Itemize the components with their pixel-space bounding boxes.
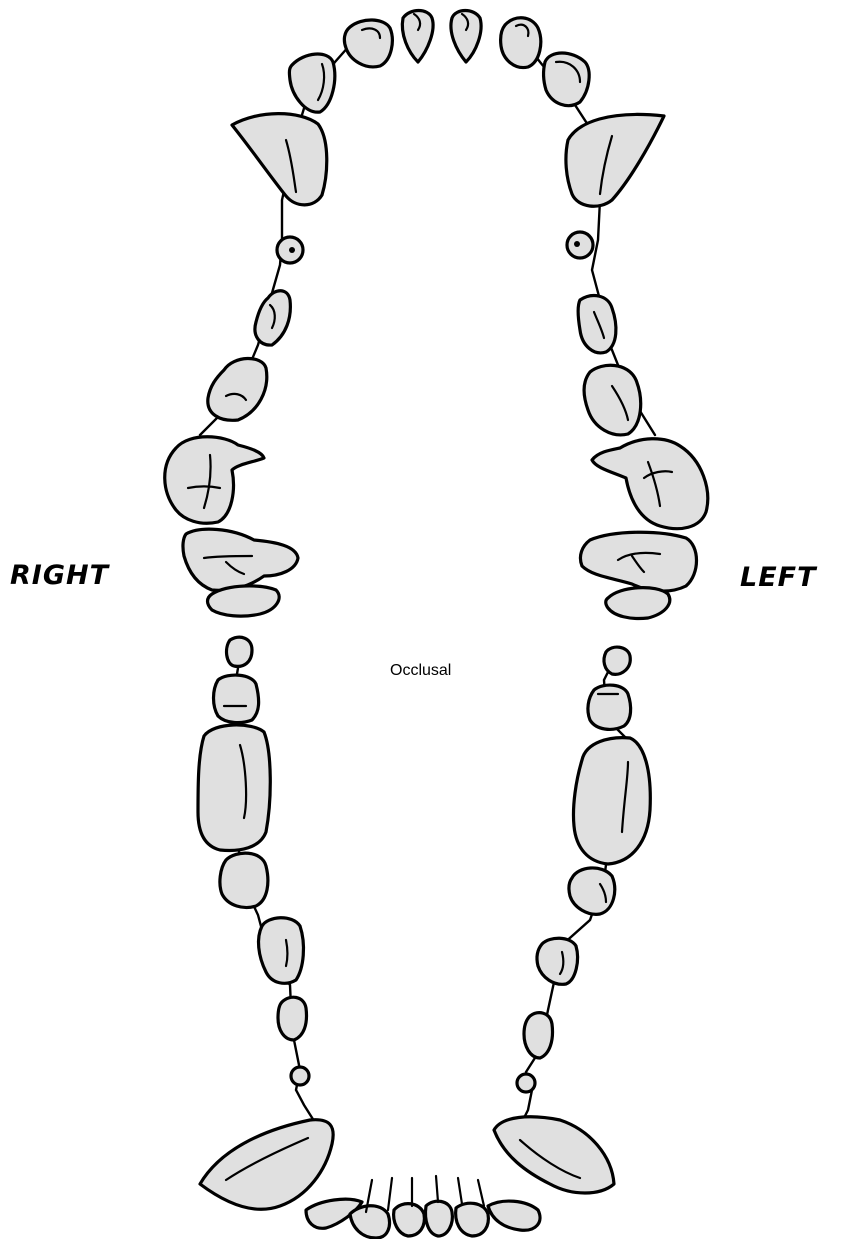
tooth-lower-incisor-l3 — [488, 1201, 540, 1230]
tooth-upper-premolar2-left — [578, 296, 616, 353]
lower-arch — [198, 637, 650, 1238]
tooth-lower-incisor-l1 — [426, 1201, 453, 1236]
tooth-upper-incisor-l3 — [544, 53, 590, 106]
tooth-upper-premolar1-left — [567, 232, 593, 258]
tooth-lower-incisor-r1 — [394, 1204, 425, 1236]
tooth-upper-molar2-left — [606, 588, 670, 619]
tooth-lower-premolar1-right — [227, 637, 252, 666]
tooth-upper-carnassial-left — [592, 439, 708, 529]
tooth-upper-molar1-left — [580, 532, 696, 591]
tooth-lower-molar3-right — [291, 1067, 309, 1085]
tooth-upper-incisor-r3 — [289, 54, 334, 112]
tooth-upper-premolar3-left — [584, 365, 641, 435]
tooth-lower-premolar4-left — [569, 868, 615, 914]
tooth-upper-molar1-right — [183, 529, 298, 590]
view-label: Occlusal — [390, 662, 451, 680]
tooth-upper-incisor-r2 — [344, 20, 392, 67]
left-side-label: LEFT — [740, 562, 817, 593]
tooth-upper-canine-right — [232, 114, 327, 205]
tooth-lower-premolar2-left — [588, 685, 631, 729]
tooth-upper-carnassial-right — [165, 437, 264, 524]
tooth-lower-molar1-left — [537, 938, 577, 984]
tooth-lower-premolar3-right — [198, 725, 270, 851]
right-side-label: RIGHT — [10, 560, 109, 591]
tooth-upper-molar2-right — [208, 586, 280, 616]
upper-arch — [165, 11, 708, 619]
tooth-lower-premolar3-left — [573, 738, 650, 864]
tooth-lower-incisor-l2 — [456, 1203, 489, 1236]
tooth-upper-canine-left — [566, 114, 664, 206]
tooth-lower-molar2-right — [278, 997, 307, 1040]
tooth-lower-molar3-left — [517, 1074, 535, 1092]
tooth-lower-molar1-right — [259, 918, 304, 984]
tooth-lower-canine-right — [200, 1120, 333, 1210]
tooth-lower-incisor-r2 — [350, 1206, 390, 1238]
tooth-upper-premolar3-right — [208, 358, 267, 420]
tooth-upper-premolar2-right — [255, 291, 290, 345]
tooth-lower-premolar4-right — [220, 853, 268, 907]
tooth-lower-premolar2-right — [214, 675, 259, 723]
tooth-lower-molar2-left — [524, 1013, 553, 1058]
tooth-lower-canine-left — [494, 1117, 614, 1193]
tooth-lower-premolar1-left — [604, 647, 630, 674]
